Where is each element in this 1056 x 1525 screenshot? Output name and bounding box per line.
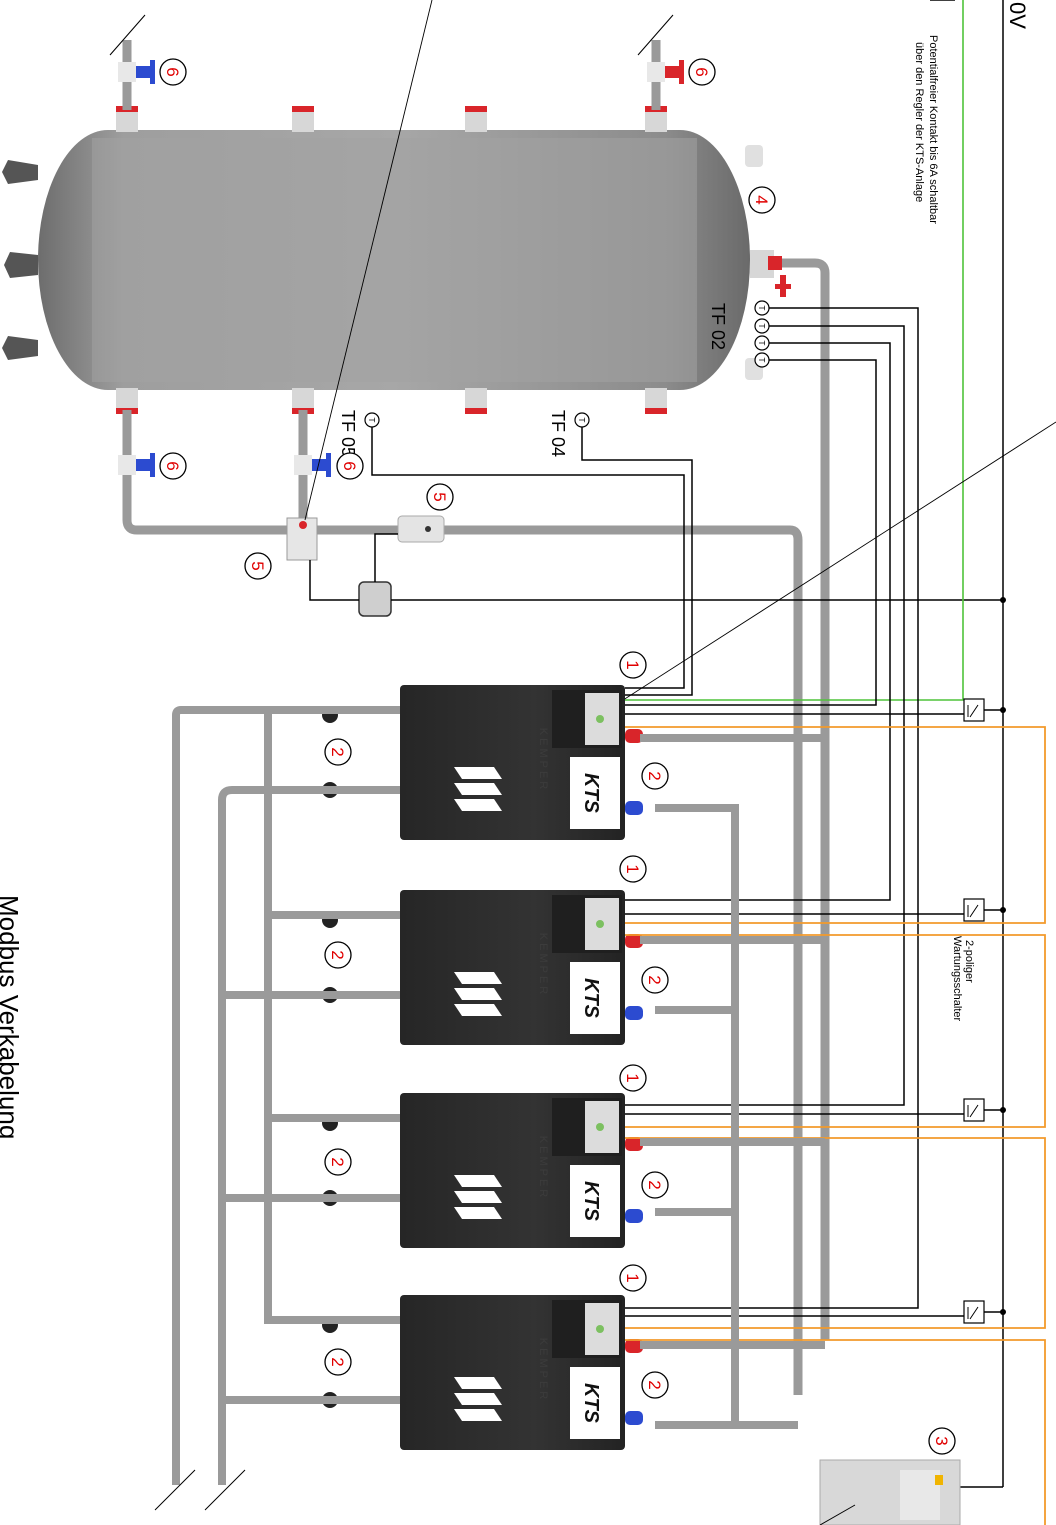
kemper-logo-1: KEMPER (537, 728, 549, 792)
switch-label-line2: Wartungsschalter (951, 936, 963, 1022)
marker-number: 1 (623, 1273, 642, 1282)
modbus-label: Modbus Verkabelung (0, 895, 24, 1139)
marker-number: 3 (932, 1436, 951, 1445)
valve-top-left (118, 60, 155, 84)
power-bus (930, 0, 1004, 1488)
marker-number: 2 (645, 975, 664, 984)
sensor-t-2: T (757, 324, 766, 329)
marker-6-2: 6 (159, 452, 187, 480)
sensors (364, 300, 770, 428)
marker-5-6: 5 (244, 552, 272, 580)
kts-logo-3: KTS (580, 1181, 602, 1222)
contact-label-line2: über den Regler der KTS-Anlage (913, 42, 925, 202)
circulation-pump (397, 515, 445, 543)
marker-2-11: 2 (324, 738, 352, 766)
marker-6-1: 6 (688, 58, 716, 86)
supply-pipes (640, 734, 825, 1429)
junction-box (358, 581, 392, 617)
marker-number: 6 (340, 461, 359, 470)
sensor-t-1: T (757, 306, 766, 311)
marker-3-19: 3 (928, 1427, 956, 1455)
switch-glyphs (967, 704, 979, 1320)
controller-box (819, 1459, 961, 1525)
tf04-label: TF 04 (548, 410, 568, 457)
text-labels: 0V Potentialfreier Kontakt bis 6A schalt… (0, 2, 1030, 1139)
marker-4-4: 4 (748, 186, 776, 214)
marker-number: 5 (248, 561, 267, 570)
marker-2-14: 2 (641, 966, 669, 994)
valve-bottom-left (118, 453, 155, 477)
tank-outlet (768, 256, 830, 1340)
marker-1-8: 1 (619, 855, 647, 883)
marker-number: 6 (163, 461, 182, 470)
marker-2-15: 2 (324, 1148, 352, 1176)
kemper-logo-3: KEMPER (537, 1136, 549, 1200)
valve-top-right (647, 60, 684, 84)
kemper-logo-2: KEMPER (537, 933, 549, 997)
modbus-lines (625, 726, 1046, 1525)
kts-units: KTS KEMPER KTS KEMPER KTS KEMPER KTS KEMPER (322, 685, 643, 1450)
marker-number: 2 (645, 771, 664, 780)
marker-number: 1 (623, 864, 642, 873)
marker-2-13: 2 (324, 941, 352, 969)
marker-6-3: 6 (336, 452, 364, 480)
diag-ends-bottom (154, 1469, 246, 1511)
reference-markers: 6 6 6 6 4 5 5 1 1 1 1 2 2 2 2 2 2 2 2 3 (159, 58, 956, 1455)
mixing-valve (286, 517, 318, 561)
marker-2-17: 2 (324, 1348, 352, 1376)
leader-lines (304, 0, 1056, 703)
marker-1-9: 1 (619, 1064, 647, 1092)
tank-feet (2, 160, 38, 360)
switch-wiring (625, 709, 1003, 1317)
marker-number: 6 (692, 67, 711, 76)
marker-number: 2 (328, 1357, 347, 1366)
maintenance-switches (963, 698, 985, 1324)
marker-number: 2 (328, 747, 347, 756)
marker-1-10: 1 (619, 1264, 647, 1292)
tf02-label: TF 02 (708, 303, 728, 350)
kts-unit-2: KTS KEMPER (322, 890, 643, 1045)
marker-number: 2 (328, 950, 347, 959)
marker-number: 1 (623, 1073, 642, 1082)
marker-number: 4 (752, 195, 771, 204)
marker-2-18: 2 (641, 1371, 669, 1399)
top-pipes (122, 40, 661, 110)
marker-number: 2 (645, 1180, 664, 1189)
junction-dots (1000, 597, 1006, 1315)
kts-unit-4: KTS KEMPER (322, 1295, 643, 1450)
contact-line (625, 0, 964, 701)
marker-number: 2 (328, 1157, 347, 1166)
marker-2-12: 2 (641, 762, 669, 790)
storage-tank (2, 106, 774, 414)
marker-1-7: 1 (619, 651, 647, 679)
marker-5-5: 5 (426, 483, 454, 511)
sensor-t-5: T (577, 418, 586, 423)
marker-number: 6 (163, 67, 182, 76)
kts-logo-4: KTS (580, 1383, 602, 1424)
kts-unit-3: KTS KEMPER (322, 1093, 643, 1248)
kts-logo-1: KTS (580, 773, 602, 814)
kts-logo-2: KTS (580, 978, 602, 1019)
sensor-t-3: T (757, 341, 766, 346)
kemper-logo-4: KEMPER (537, 1338, 549, 1402)
valve-wiring (309, 533, 1003, 601)
sensor-t-6: T (367, 418, 376, 423)
marker-number: 2 (645, 1380, 664, 1389)
marker-2-16: 2 (641, 1171, 669, 1199)
return-pipes (172, 706, 400, 1485)
kts-unit-1: KTS KEMPER (322, 685, 643, 840)
diag-ends-top (109, 14, 674, 56)
marker-number: 1 (623, 660, 642, 669)
sensor-lines (371, 307, 919, 1309)
marker-number: 5 (430, 492, 449, 501)
switch-label-line1: 2-poliger (963, 940, 975, 983)
tf05-label: TF 05 (338, 410, 358, 457)
marker-6-0: 6 (159, 58, 187, 86)
valve-bottom-mid (294, 453, 331, 477)
contact-label-line1: Potentialfreier Kontakt bis 6A schaltbar (927, 35, 939, 224)
sensor-t-4: T (757, 358, 766, 363)
voltage-label: 0V (1005, 2, 1030, 29)
sensor-glyphs: T T T T T T (367, 306, 766, 423)
